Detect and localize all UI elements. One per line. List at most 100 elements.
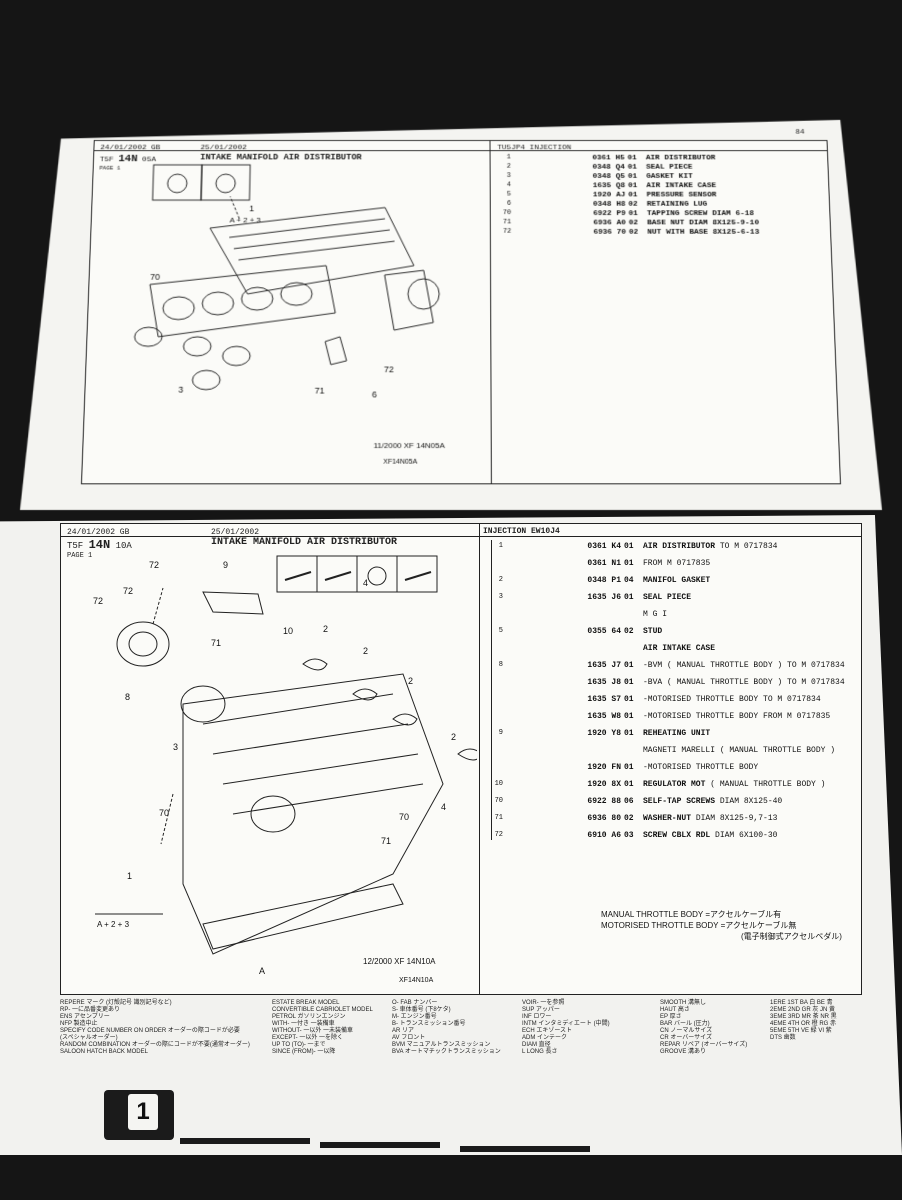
bottom-note-line: MOTORISED THROTTLE BODY =アクセルケーブル無 [601,921,797,930]
part-description: BASE NUT DIAM 8X125-9-10 [647,218,760,228]
part-code: 0348 H8 [592,200,626,209]
part-name: AIR INTAKE CASE [643,644,716,653]
part-ref-number: 4 [506,181,512,189]
top-retaining-lug [325,337,347,365]
bottom-leader-line [160,793,174,845]
part-description: FROM M 0717835 [643,559,710,568]
part-code: 6936 80 [587,814,621,823]
part-name: AIR DISTRIBUTOR [643,542,716,551]
part-ref-number: 3 [506,172,511,180]
top-port-ring [241,287,273,310]
top-page-number: 84 [795,128,805,137]
part-quantity: 01 [624,712,634,721]
bottom-model-line: T5F 14N 10A [67,538,132,552]
legend-line: RP- 一に品番変更あり [60,1007,121,1013]
bottom-thumb-label: 4 [363,578,368,588]
legend-line: B- トランスミッション番号 [392,1021,466,1027]
bottom-callout: 10 [283,626,293,636]
legend-line: GROOVE 溝あり [660,1049,707,1055]
part-quantity: 01 [628,190,638,200]
bottom-callout: 2 [408,676,413,686]
bottom-drawing-date: 12/2000 XF 14N10A [363,957,436,966]
legend-line: REPAR リペア (オーバーサイズ) [660,1042,748,1048]
legend-line: HAUT 高さ [660,1007,690,1013]
bottom-model-prefix: T5F [67,541,84,551]
bottom-callout: A [259,966,265,976]
bottom-callout: 71 [381,836,391,846]
part-detail: DIAM 6X100-30 [710,831,778,840]
part-ref-number: 71 [503,218,512,227]
top-callout: 3 [178,385,183,395]
part-code: 0355 64 [587,627,621,636]
part-quantity: 01 [628,209,638,218]
legend-line: NFP 製造中止 [60,1021,98,1027]
bottom-callout: 4 [441,802,446,812]
part-code: 1635 J8 [587,678,621,687]
bottom-manifold-base [202,883,404,950]
legend-line: VOIR- 一を参照 [522,1000,565,1006]
part-quantity: 01 [624,542,634,551]
top-gasket-ring [222,346,250,365]
part-ref-number: 10 [494,780,503,788]
bottom-throttle-port [250,795,296,833]
bottom-catalog-page: 24/01/2002 GB 25/01/2002 INTAKE MANIFOLD… [0,515,902,1155]
top-callout: 71 [315,386,325,396]
bottom-note-line: (電子制御式アクセルペダル) [741,932,842,941]
part-detail: -BVA ( MANUAL THROTTLE BODY ) TO M 07178… [643,678,845,687]
top-ratio-bottom: A + 2 + 3 [230,216,261,225]
part-quantity: 01 [627,153,637,163]
part-ref-number: 3 [498,593,503,601]
legend-line: ESTATE BREAK MODEL [272,1000,340,1006]
part-code: 6910 A6 [587,831,621,840]
part-ref-number: 5 [506,190,512,199]
index-tab-number: 1 [128,1094,158,1130]
bottom-title: INTAKE MANIFOLD AIR DISTRIBUTOR [211,537,398,548]
part-ref-number: 1 [498,542,503,550]
part-quantity: 01 [624,678,634,687]
part-description: GASKET KIT [646,172,693,181]
part-quantity: 01 [624,780,634,789]
legend-line: CN ノーマルサイズ [660,1028,713,1034]
part-name: REHEATING UNIT [643,729,711,738]
part-quantity: 01 [627,181,638,190]
bottom-date2: 25/01/2002 [211,528,260,537]
bottom-callout: 3 [173,742,178,752]
part-detail: DIAM 8X125-40 [715,797,783,806]
part-description: REGULATOR MOT ( MANUAL THROTTLE BODY ) [643,780,825,789]
top-port-ring [202,292,234,315]
legend-line: AV フロント [392,1035,426,1041]
bottom-leader-line [152,587,164,625]
part-description: SELF-TAP SCREWS DIAM 8X125-40 [643,797,782,806]
part-quantity: 02 [624,814,634,823]
part-code: 1920 AJ [592,190,626,200]
bottom-manifold-gasket [302,658,328,671]
part-ref-number: 9 [498,729,503,737]
part-ref-number: 70 [502,209,512,217]
legend-line: M- エンジン番号 [392,1014,437,1020]
legend-line: WITHOUT- 一以外 一未装備車 [272,1028,353,1034]
top-callout: 70 [150,272,160,282]
legend-line: EP 厚さ [660,1014,682,1020]
edge-stripe [320,1142,440,1148]
part-quantity: 01 [624,729,634,738]
part-detail: TO M 0717834 [715,542,778,551]
legend-line: CR オーバーサイズ [660,1035,712,1041]
top-callout: 6 [372,389,377,399]
part-quantity: 01 [624,593,634,602]
part-description: -BVM ( MANUAL THROTTLE BODY ) TO M 07178… [643,661,845,670]
part-name: SELF-TAP SCREWS [643,797,716,806]
part-code: 1635 Q8 [592,181,626,190]
bottom-manifold-body [182,673,444,955]
bottom-notes: MANUAL THROTTLE BODY =アクセルケーブル有 MOTORISE… [601,909,842,942]
bottom-seal-piece [180,685,226,723]
part-detail: DIAM 8X125-9,7-13 [691,814,778,823]
legend-line: DIAM 直径 [522,1042,551,1048]
bottom-thumb-frame [396,555,438,593]
legend-line: 2EME 2ND GR 灰 JN 黄 [770,1007,836,1013]
legend-line: DTS 歯数 [770,1035,796,1041]
